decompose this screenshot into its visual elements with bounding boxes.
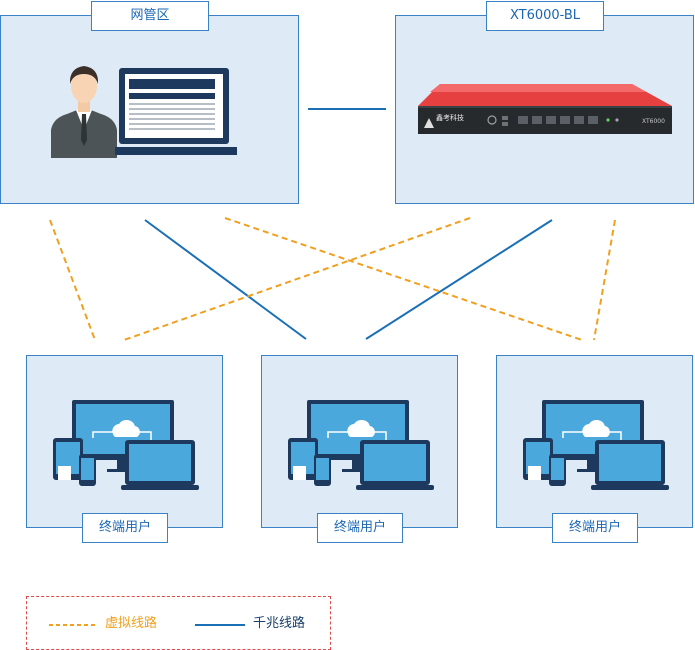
device-zone-label: XT6000-BL — [486, 1, 604, 31]
terminal-zone-3 — [496, 355, 693, 528]
legend-box: 虚拟线路 千兆线路 — [26, 596, 331, 650]
virtual-link-management-terminal-3 — [224, 217, 583, 341]
management-zone-label: 网管区 — [91, 1, 209, 31]
management-zone — [0, 15, 299, 204]
terminal-zone-1 — [26, 355, 223, 528]
virtual-link-device-terminal-3 — [593, 219, 616, 341]
device-brand-text: 鑫考科技 — [436, 113, 464, 122]
terminal-zone-label-2: 终端用户 — [317, 513, 403, 543]
virtual-line-swatch — [49, 624, 97, 626]
terminal-zone-2 — [261, 355, 458, 528]
multi-device-icon — [523, 400, 669, 490]
multi-device-icon — [53, 400, 199, 490]
gigabit-line-swatch — [195, 624, 245, 626]
device-model-text: XT6000 — [642, 118, 665, 125]
gigabit-line-label: 千兆线路 — [253, 616, 306, 631]
terminal-zone-label-3: 终端用户 — [552, 513, 638, 543]
terminal-zone-label-1: 终端用户 — [82, 513, 168, 543]
virtual-line-label: 虚拟线路 — [105, 616, 158, 631]
virtual-link-management-terminal-1 — [49, 219, 96, 341]
virtual-link-device-terminal-1 — [123, 217, 471, 341]
device-zone: 鑫考科技 XT6000 — [395, 15, 694, 204]
xt6000-device-icon: 鑫考科技 XT6000 — [418, 84, 672, 134]
gigabit-link-management-terminal-2 — [144, 219, 307, 340]
admin-user-icon — [51, 66, 117, 158]
gigabit-link-device-terminal-2 — [365, 219, 553, 340]
multi-device-icon — [288, 400, 434, 490]
laptop-screen-icon — [115, 68, 237, 155]
